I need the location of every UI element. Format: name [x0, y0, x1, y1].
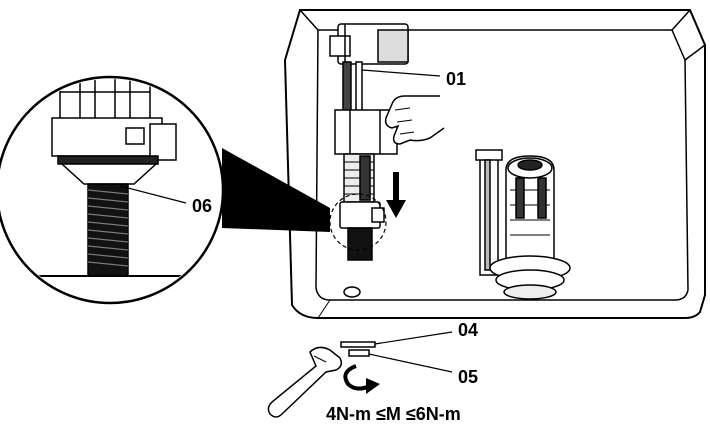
flush-valve: [475, 149, 571, 300]
magnified-detail: [0, 75, 330, 305]
washer-and-nut: [340, 331, 453, 373]
torque-spec: 4N-m ≤M ≤6N-m: [326, 404, 461, 424]
callout-04: 04: [458, 320, 478, 340]
leader-line-05: [368, 353, 453, 373]
callout-06: 06: [192, 196, 212, 216]
fill-valve: [329, 23, 409, 261]
leader-line-04: [374, 331, 453, 345]
callout-01: 01: [446, 69, 466, 89]
rotate-arrow-icon: [343, 364, 380, 394]
leader-line-01: [361, 69, 441, 77]
hand-illustration: [384, 95, 445, 145]
callout-05: 05: [458, 367, 478, 387]
wrench-illustration: [267, 346, 343, 418]
down-arrow-icon: [386, 172, 406, 218]
leader-line-06: [119, 185, 187, 204]
